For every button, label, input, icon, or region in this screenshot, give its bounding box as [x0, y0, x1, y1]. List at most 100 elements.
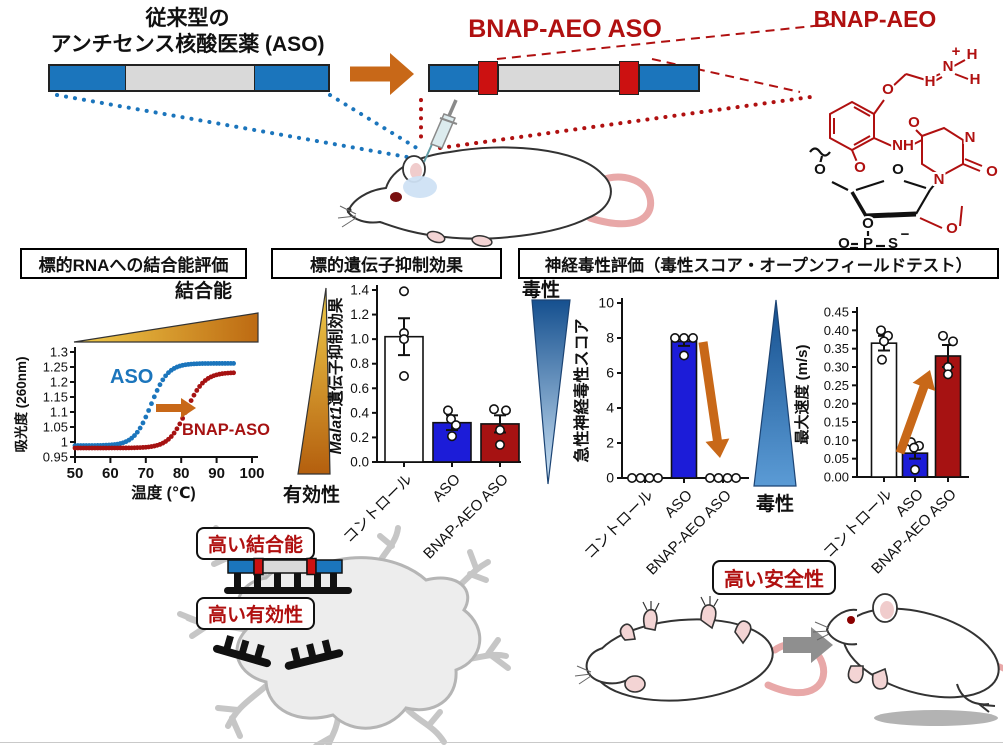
mouse-eye: [390, 192, 402, 202]
svg-text:0: 0: [606, 470, 614, 486]
aso-bar-wing-left: [50, 66, 125, 90]
injection-site-patch: [403, 176, 437, 198]
svg-text:O: O: [882, 81, 894, 98]
bnap-aso-bar: [428, 61, 700, 95]
svg-text:1.25: 1.25: [43, 360, 68, 375]
svg-text:コントロール: コントロール: [581, 487, 657, 563]
bnap-aeo-label: BNAP-AEO: [813, 6, 937, 32]
svg-text:0.8: 0.8: [350, 356, 369, 371]
conventional-aso-title: 従来型の アンチセンス核酸医薬 (ASO): [35, 6, 340, 57]
svg-text:−: −: [901, 226, 910, 243]
svg-text:1.3: 1.3: [50, 345, 68, 360]
svg-text:0.05: 0.05: [824, 451, 849, 466]
binding-wedge-label: 結合能: [175, 281, 233, 302]
high-efficacy-badge: 高い有効性: [196, 597, 316, 630]
svg-text:O: O: [854, 159, 866, 176]
svg-text:1.2: 1.2: [50, 375, 68, 390]
svg-text:0.15: 0.15: [824, 415, 849, 430]
svg-text:O: O: [908, 114, 920, 131]
binding-strength-wedge: [73, 312, 259, 343]
svg-text:H: H: [925, 73, 936, 90]
bnap-bar-aeo-left: [478, 61, 498, 95]
svg-text:6: 6: [606, 365, 614, 381]
svg-text:0.00: 0.00: [824, 470, 849, 485]
efficacy-wedge-label: 有効性: [283, 485, 341, 506]
bnap-aso-title: BNAP-AEO ASO: [468, 15, 662, 43]
svg-text:1.4: 1.4: [350, 283, 369, 298]
svg-text:8: 8: [606, 330, 614, 346]
svg-text:0.25: 0.25: [824, 378, 849, 393]
svg-text:80: 80: [173, 465, 190, 482]
svg-text:N: N: [943, 58, 954, 75]
aso-bar-wing-right: [254, 66, 328, 90]
svg-text:0.6: 0.6: [350, 381, 369, 396]
svg-text:最大速度 (m/s): 最大速度 (m/s): [793, 344, 811, 444]
svg-text:N: N: [965, 129, 976, 146]
svg-text:0.95: 0.95: [43, 450, 68, 465]
svg-text:4: 4: [606, 400, 614, 416]
high-binding-badge: 高い結合能: [196, 527, 316, 560]
syringe-icon: [423, 99, 458, 163]
svg-text:0.4: 0.4: [350, 405, 369, 420]
svg-text:0.35: 0.35: [824, 341, 849, 356]
recovery-arrow-icon: [783, 627, 833, 663]
svg-text:温度 (℃): 温度 (℃): [131, 483, 195, 502]
injection-mouse-illustration: [337, 99, 655, 247]
toxicity-wedge-right: [753, 299, 797, 487]
svg-text:H: H: [970, 71, 981, 88]
svg-text:ASO: ASO: [110, 366, 153, 388]
svg-text:70: 70: [137, 465, 154, 482]
duplex-illustration: [224, 557, 352, 594]
svg-text:1.15: 1.15: [43, 390, 68, 405]
svg-text:1.0: 1.0: [350, 332, 369, 347]
bnap-bar-core: [498, 66, 619, 90]
svg-text:O: O: [986, 163, 998, 180]
connector-lines: [55, 23, 834, 162]
svg-text:O: O: [892, 161, 904, 178]
aso-bar-core: [125, 66, 254, 90]
svg-text:10: 10: [598, 295, 614, 311]
svg-text:急性神経毒性スコア: 急性神経毒性スコア: [572, 318, 591, 462]
svg-text:1.1: 1.1: [50, 405, 68, 420]
conventional-aso-title-line1: 従来型の: [145, 7, 230, 30]
max-speed-chart: 0.00 0.05 0.10 0.15 0.20 0.25 0.30 0.35 0.40 0.45…: [793, 305, 969, 577]
svg-text:0.0: 0.0: [350, 455, 369, 470]
svg-text:N: N: [934, 171, 945, 188]
svg-text:+: +: [952, 43, 961, 60]
svg-text:0.45: 0.45: [824, 305, 849, 320]
svg-text:1.2: 1.2: [350, 307, 369, 322]
aso-bar: [48, 64, 330, 92]
toxicity-wedge-left: [531, 299, 571, 485]
high-safety-badge: 高い安全性: [712, 560, 836, 595]
transform-arrow-icon: [350, 53, 414, 95]
toxicity-wedge-left-label: 毒性: [522, 280, 561, 301]
bnap-bar-aeo-right: [619, 61, 639, 95]
bnap-bar-wing-right: [639, 66, 698, 90]
svg-text:0.2: 0.2: [350, 430, 369, 445]
toxicity-wedge-right-label: 毒性: [756, 494, 795, 515]
svg-text:0.40: 0.40: [824, 323, 849, 338]
cleaved-rna-illustration: [213, 635, 344, 670]
svg-text:1.05: 1.05: [43, 420, 68, 435]
svg-text:O: O: [814, 161, 826, 178]
running-mouse: [812, 593, 1003, 726]
svg-text:2: 2: [606, 435, 614, 451]
svg-text:H: H: [967, 46, 978, 63]
svg-text:Malat1遺伝子抑制効果: Malat1遺伝子抑制効果: [326, 297, 345, 454]
svg-text:0.20: 0.20: [824, 396, 849, 411]
svg-text:ASO: ASO: [661, 487, 695, 521]
safety-mice-illustration: [574, 593, 1003, 726]
svg-text:0.10: 0.10: [824, 433, 849, 448]
conventional-aso-title-line2: アンチセンス核酸医薬 (ASO): [50, 32, 325, 56]
svg-text:BNAP-ASO: BNAP-ASO: [182, 421, 270, 439]
lying-mouse: [574, 596, 828, 702]
svg-text:吸光度 (260nm): 吸光度 (260nm): [13, 356, 29, 452]
panel-title-suppression: 標的遺伝子抑制効果: [271, 248, 502, 279]
svg-text:O: O: [862, 215, 874, 232]
bnap-bar-wing-left: [430, 66, 478, 90]
svg-text:0.30: 0.30: [824, 360, 849, 375]
svg-text:50: 50: [67, 465, 84, 482]
